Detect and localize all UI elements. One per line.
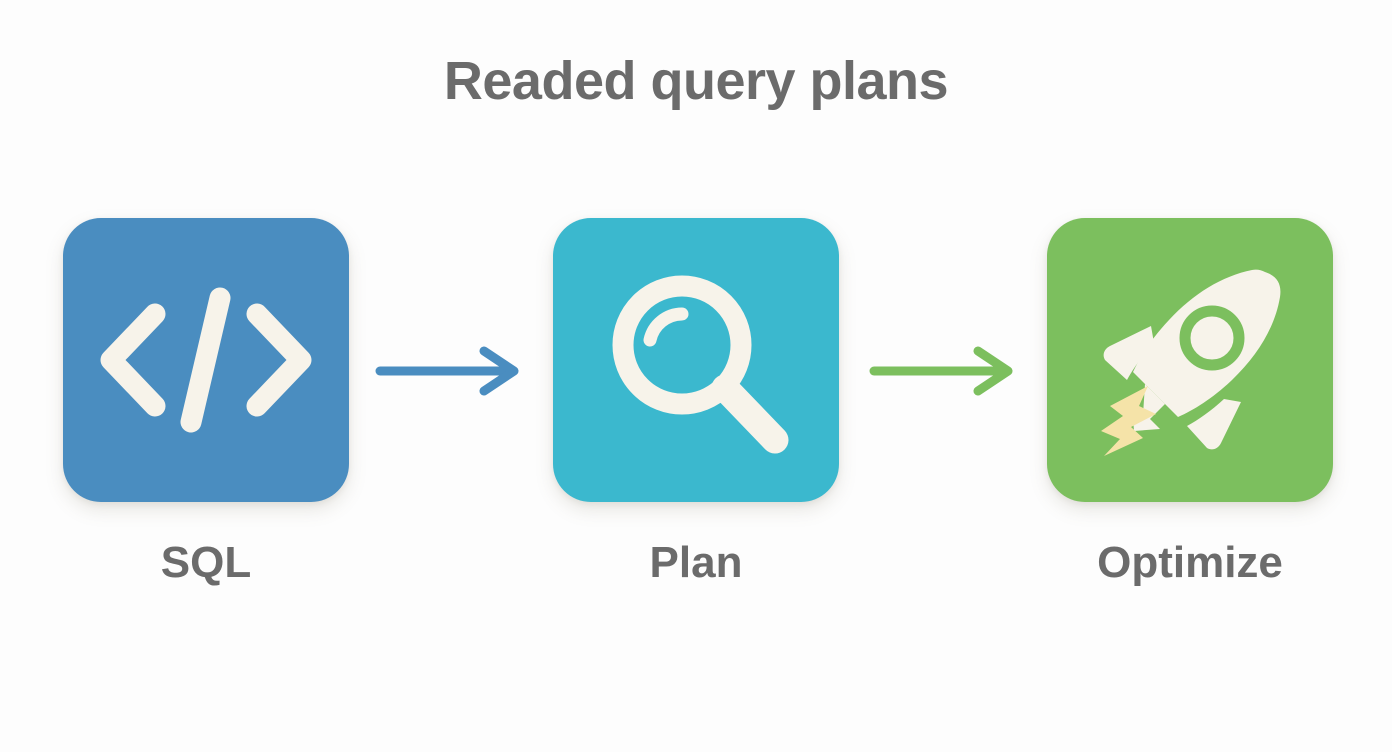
step-optimize-label: Optimize (1097, 538, 1283, 587)
arrow-right-icon (375, 346, 519, 396)
step-plan[interactable]: Plan (553, 218, 839, 587)
step-plan-card[interactable] (553, 218, 839, 502)
step-optimize[interactable]: Optimize (1047, 218, 1333, 587)
code-icon (100, 287, 312, 433)
arrow-right-icon (869, 346, 1013, 396)
step-optimize-card[interactable] (1047, 218, 1333, 502)
page-title: Readed query plans (443, 51, 949, 111)
step-sql-card[interactable] (63, 218, 349, 502)
rocket-window (1179, 305, 1245, 371)
step-plan-label: Plan (649, 538, 743, 587)
rocket-fin-right (1187, 399, 1241, 450)
magnifier-icon (612, 275, 789, 454)
rocket-flame-icon (1101, 386, 1156, 456)
rocket-body-group (1103, 269, 1281, 450)
rocket-icon (1101, 269, 1281, 456)
arrow-plan-to-optimize (868, 343, 1023, 397)
pipeline-flow: SQL Plan (0, 218, 1392, 587)
step-sql[interactable]: SQL (63, 218, 349, 587)
step-sql-label: SQL (160, 538, 252, 587)
arrow-sql-to-plan (374, 343, 529, 397)
rocket-fin-left (1103, 326, 1154, 380)
